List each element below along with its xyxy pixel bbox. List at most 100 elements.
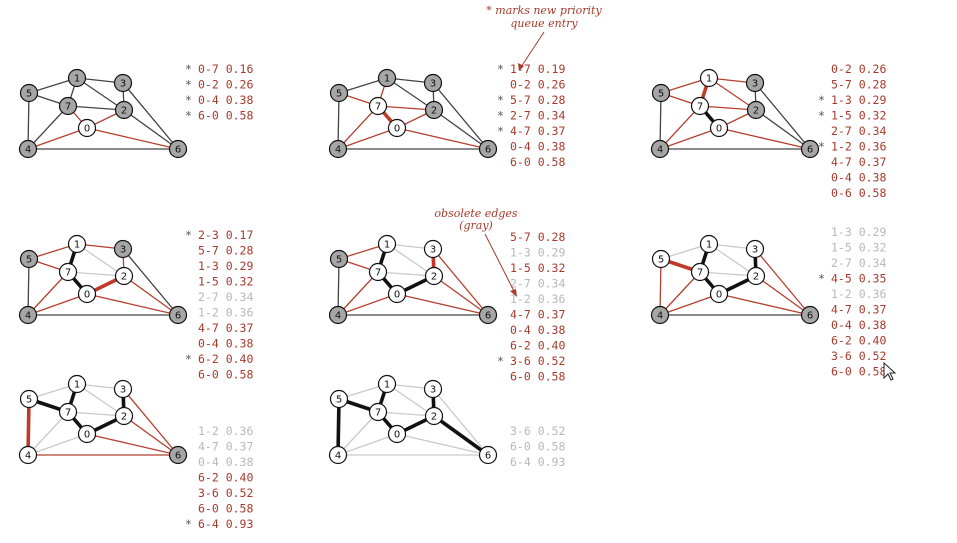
vertex-circle-0 [77, 118, 97, 138]
vertex-circle-1 [67, 234, 87, 254]
obsolete-entry-text: 2-7 0.34 [510, 277, 565, 291]
edge-4-5 [337, 258, 340, 316]
vertex-circle-2 [746, 100, 766, 120]
vertex-label-2: 2 [431, 412, 437, 423]
crossing-edge-0-4 [337, 127, 398, 150]
new-entry-star: * [185, 517, 192, 531]
priority-queue-step-8: 3-6 0.526-0 0.586-4 0.93 [510, 424, 565, 469]
crossing-edge-6-0 [86, 127, 179, 150]
crossing-edge-6-2 [433, 275, 489, 316]
entry-text: 3-6 0.52 [510, 354, 565, 368]
vertex-3: 3 [113, 379, 133, 399]
vertex-3: 3 [745, 73, 765, 93]
vertex-circle-2 [114, 266, 134, 286]
crossing-edge-4-7 [337, 271, 379, 316]
vertex-circle-7 [58, 402, 78, 422]
vertex-circle-6 [478, 445, 498, 465]
entry-text: 0-4 0.38 [510, 323, 565, 337]
obsolete-entry-text: 1-5 0.32 [831, 241, 886, 255]
entry-text: 5-7 0.28 [831, 78, 886, 92]
pq-entry: *6-0 0.58 [185, 109, 253, 123]
vertex-circle-3 [113, 239, 133, 259]
entry-text: 0-2 0.26 [831, 62, 886, 76]
new-entry-star: * [497, 62, 504, 76]
obsolete-entry-text: 1-3 0.29 [510, 246, 565, 260]
vertex-circle-3 [423, 73, 443, 93]
entry-text: 4-5 0.35 [831, 272, 886, 286]
crossing-edge-6-0 [86, 433, 179, 456]
vertex-circle-3 [423, 239, 443, 259]
new-entry-star: * [185, 78, 192, 92]
edge-6-2 [123, 109, 179, 150]
vertex-label-3: 3 [120, 385, 126, 396]
pq-entry: 1-5 0.32 [831, 241, 886, 255]
vertex-2: 2 [746, 100, 766, 120]
pq-entry: 6-2 0.40 [510, 339, 565, 353]
entry-text: 5-7 0.28 [198, 244, 253, 258]
entry-text: 0-4 0.38 [831, 318, 886, 332]
vertex-label-0: 0 [716, 290, 722, 301]
vertex-label-3: 3 [430, 245, 436, 256]
pq-entry: *0-7 0.16 [185, 62, 253, 76]
pq-entry: 5-7 0.28 [831, 78, 886, 92]
entry-text: 0-2 0.26 [198, 78, 253, 92]
vertex-2: 2 [424, 266, 444, 286]
pq-entry: 4-7 0.37 [198, 321, 253, 335]
vertex-circle-7 [368, 262, 388, 282]
vertex-circle-1 [377, 374, 397, 394]
vertex-6: 6 [800, 139, 820, 159]
pq-entry: 5-7 0.28 [198, 244, 253, 258]
obsolete-entry-text: 2-7 0.34 [198, 290, 253, 304]
entry-text: 1-2 0.36 [831, 140, 886, 154]
edge-6-2 [755, 109, 811, 150]
new-entry-star: * [497, 93, 504, 107]
vertex-4: 4 [18, 445, 38, 465]
entry-text: 1-7 0.19 [510, 62, 565, 76]
vertex-label-2: 2 [753, 272, 759, 283]
vertex-circle-7 [58, 262, 78, 282]
vertex-label-6: 6 [175, 145, 181, 156]
vertex-5: 5 [19, 83, 39, 103]
pq-entry: 1-5 0.32 [198, 275, 253, 289]
vertex-circle-6 [800, 139, 820, 159]
vertex-label-7: 7 [697, 268, 703, 279]
vertex-4: 4 [650, 139, 670, 159]
vertex-circle-6 [478, 139, 498, 159]
vertex-label-2: 2 [121, 412, 127, 423]
vertex-circle-4 [328, 139, 348, 159]
entry-text: 6-0 0.58 [831, 365, 886, 379]
vertex-label-6: 6 [807, 145, 813, 156]
vertex-7: 7 [368, 96, 388, 116]
vertex-label-4: 4 [657, 145, 663, 156]
vertex-label-5: 5 [336, 395, 342, 406]
obsolete-entry-text: 6-4 0.93 [510, 455, 565, 469]
vertex-label-4: 4 [25, 311, 31, 322]
entry-text: 4-7 0.37 [510, 124, 565, 138]
vertex-1: 1 [699, 68, 719, 88]
vertex-label-4: 4 [335, 311, 341, 322]
edge-4-5 [659, 92, 662, 150]
pq-entry: *1-3 0.29 [818, 93, 886, 107]
vertex-circle-7 [368, 96, 388, 116]
vertex-label-1: 1 [706, 74, 712, 85]
vertex-circle-0 [77, 284, 97, 304]
vertex-circle-6 [800, 305, 820, 325]
crossing-edge-3-6 [122, 388, 179, 456]
pq-entry: * 1-7 0.19 [497, 62, 565, 76]
edge-3-6 [122, 248, 179, 316]
pq-entry: 2-7 0.34 [831, 124, 886, 138]
vertex-7: 7 [368, 402, 388, 422]
vertex-4: 4 [328, 139, 348, 159]
vertex-circle-1 [67, 374, 87, 394]
obsolete-edge-3-6 [432, 388, 489, 456]
entry-text: 1-5 0.32 [510, 261, 565, 275]
entry-text: 1-3 0.29 [831, 93, 886, 107]
pq-entry: 0-4 0.38 [510, 140, 565, 154]
